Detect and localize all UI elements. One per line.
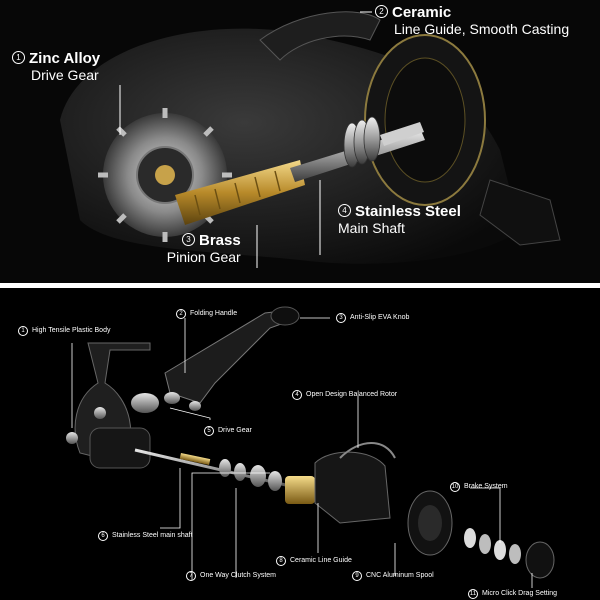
reel-closeup-illustration [60,11,561,268]
part-number-badge: 1 [18,326,28,336]
callout-number-badge: 2 [375,5,388,19]
drag-knob-shape [525,541,555,579]
rotor-arm-shape [259,11,381,61]
handle-knob-shape [479,179,561,246]
clutch-block-shape [285,476,315,504]
top-leader-lines [119,11,372,268]
part-number-badge: 5 [204,426,214,436]
part-number-badge: 10 [450,482,460,492]
part-number-badge: 3 [336,313,346,323]
drag-washers-shape [464,528,521,564]
callout-number-badge: 3 [182,233,195,247]
rotor-shape [314,451,391,524]
exploded-view-illustration [66,306,555,588]
part-number-badge: 11 [468,589,478,599]
part-number-badge: 7 [186,571,196,581]
part-number-badge: 4 [292,390,302,400]
zinc-drive-gear-shape [98,108,232,242]
part-number-badge: 9 [352,571,362,581]
part-number-badge: 2 [176,309,186,319]
brass-pinion-gear-shape [175,160,305,225]
part-number-badge: 8 [276,556,286,566]
folding-handle-shape [164,309,293,404]
stainless-main-shaft-shape [290,116,425,182]
part-number-badge: 6 [98,531,108,541]
callout-number-badge: 4 [338,204,351,218]
bottom-leader-lines [71,317,533,588]
main-shaft-shape [134,448,291,488]
callout-number-badge: 1 [12,51,25,65]
